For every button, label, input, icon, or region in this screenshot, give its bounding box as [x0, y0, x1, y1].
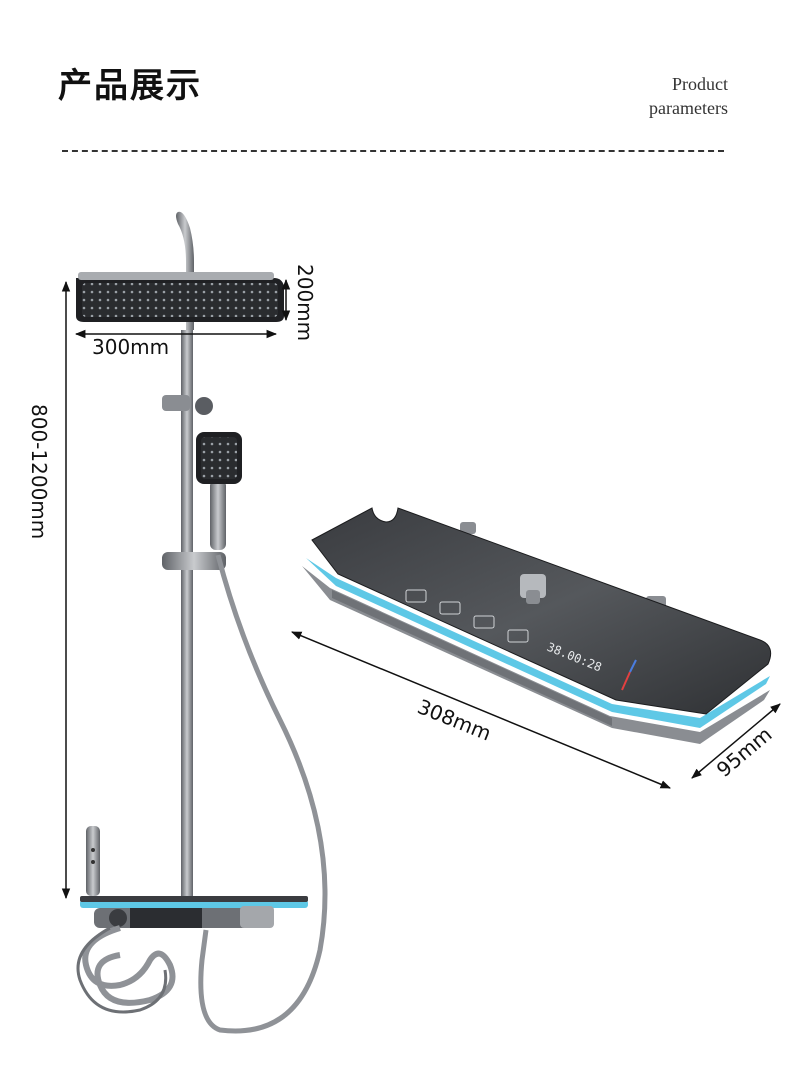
head-width-label: 300mm	[92, 335, 169, 359]
shelf-control-unit	[80, 896, 308, 928]
dimension-lines	[61, 278, 291, 900]
control-panel-detail: 38.00:28	[302, 507, 772, 744]
hand-shower-mode-icon	[439, 601, 461, 615]
bath-mode-icon	[473, 615, 495, 629]
panel-length-dimension-line	[291, 631, 671, 789]
subtitle-line-2: parameters	[649, 98, 728, 118]
shower-hose	[198, 554, 328, 1034]
page-subtitle: Product parameters	[649, 72, 728, 120]
shower-column	[76, 211, 328, 1034]
spring-hose	[82, 925, 176, 1006]
panel-length-label: 308mm	[414, 694, 495, 745]
panel-depth-label: 95mm	[712, 722, 777, 782]
panel-depth-dimension-line	[691, 703, 781, 779]
hand-shower	[196, 432, 242, 550]
spring-hose-coil	[76, 926, 168, 1014]
page-title: 产品展示	[58, 66, 202, 106]
bidet-sprayer	[86, 826, 100, 896]
center-outlet-fitting	[520, 574, 546, 604]
height-range-label: 800-1200mm	[27, 404, 51, 539]
rain-shower-head	[76, 272, 284, 322]
slider-holder	[162, 552, 226, 570]
head-depth-label: 200mm	[293, 264, 317, 341]
panel-top-glass	[311, 507, 772, 715]
wall-bracket	[162, 395, 213, 415]
riser-pipe	[181, 330, 193, 900]
subtitle-line-1: Product	[672, 74, 728, 94]
header-divider	[62, 150, 724, 152]
rain-mode-icon	[405, 589, 427, 603]
